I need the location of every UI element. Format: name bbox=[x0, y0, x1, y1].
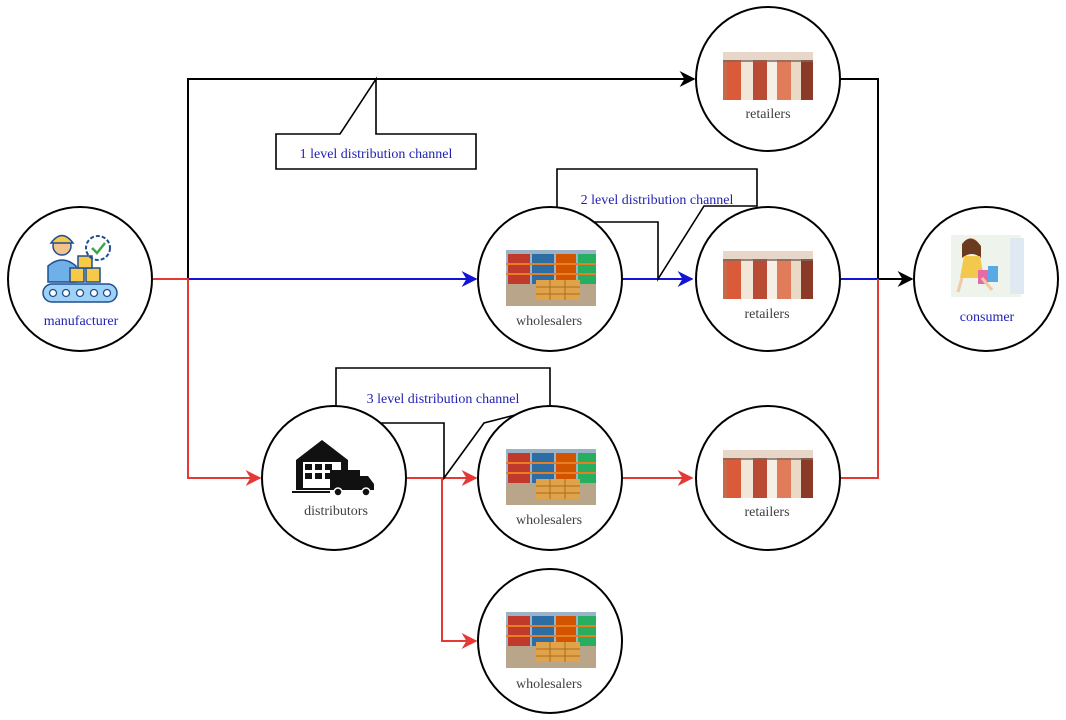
factory-worker-conveyor-icon bbox=[42, 234, 118, 303]
wholesalers-low-label: wholesalers bbox=[516, 513, 582, 528]
path-retailers-top-to-consumer bbox=[840, 78, 914, 287]
retailers-low-label: retailers bbox=[744, 505, 789, 520]
node-retailers-top: retailers bbox=[695, 6, 841, 152]
path-distributors-to-wholesalers-bottom bbox=[441, 478, 478, 649]
path-retailers-low-to-consumer bbox=[840, 279, 879, 479]
warehouse-shelves-photo bbox=[505, 448, 597, 506]
node-distributors: distributors bbox=[261, 405, 407, 551]
distributors-label: distributors bbox=[304, 504, 368, 519]
clothing-rack-photo bbox=[722, 51, 814, 101]
clothing-rack-photo bbox=[722, 449, 814, 499]
wholesalers-bottom-label: wholesalers bbox=[516, 677, 582, 692]
node-manufacturer: manufacturer bbox=[7, 206, 153, 352]
warehouse-shelves-photo bbox=[505, 249, 597, 307]
shopper-woman-photo bbox=[951, 235, 1024, 297]
consumer-label: consumer bbox=[960, 310, 1015, 325]
warehouse-shelves-photo bbox=[505, 611, 597, 669]
node-wholesalers-mid: wholesalers bbox=[477, 206, 623, 352]
callout-level-1-text: 1 level distribution channel bbox=[300, 147, 453, 162]
manufacturer-label: manufacturer bbox=[44, 314, 119, 329]
node-wholesalers-low: wholesalers bbox=[477, 405, 623, 551]
callout-level-2-text: 2 level distribution channel bbox=[581, 193, 734, 208]
retailers-mid-label: retailers bbox=[744, 307, 789, 322]
path-1-level-to-retailers bbox=[187, 71, 696, 279]
callout-level-1: 1 level distribution channel bbox=[275, 76, 477, 170]
node-retailers-mid: retailers bbox=[695, 206, 841, 352]
node-consumer: consumer bbox=[913, 206, 1059, 352]
node-retailers-low: retailers bbox=[695, 405, 841, 551]
path-manufacturer-to-distributors bbox=[152, 278, 262, 486]
callout-level-3-text: 3 level distribution channel bbox=[367, 392, 520, 407]
clothing-rack-photo bbox=[722, 250, 814, 300]
wholesalers-mid-label: wholesalers bbox=[516, 314, 582, 329]
retailers-top-label: retailers bbox=[745, 107, 790, 122]
callout-level-2: 2 level distribution channel bbox=[556, 168, 758, 282]
node-wholesalers-bottom: wholesalers bbox=[477, 568, 623, 714]
warehouse-truck-icon bbox=[292, 440, 374, 497]
